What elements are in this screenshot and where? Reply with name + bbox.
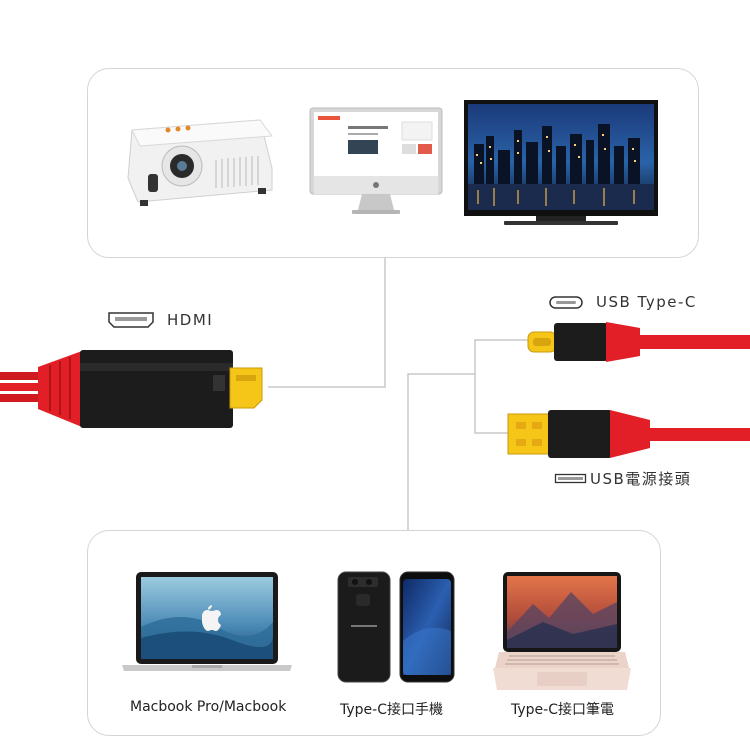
phone-label: Type-C接口手機	[340, 702, 443, 718]
usb-power-label: USB電源接頭	[590, 470, 692, 488]
macbook-label: Macbook Pro/Macbook	[130, 699, 287, 715]
line-hdmi-to-displays	[268, 258, 386, 388]
hdmi-cable	[0, 350, 263, 428]
laptop-icon	[493, 572, 631, 690]
imac-monitor-icon	[309, 107, 443, 214]
usb-power-connector	[507, 410, 750, 458]
hdmi-port-icon	[108, 312, 154, 328]
line-to-devices	[407, 373, 475, 530]
macbook-icon	[122, 572, 292, 671]
projector-icon	[127, 119, 273, 206]
line-typec-bracket	[474, 339, 530, 434]
type-c-connector	[527, 322, 750, 362]
usb-power-port-icon	[554, 473, 587, 484]
usb-type-c-label: USB Type-C	[596, 293, 697, 311]
laptop-label: Type-C接口筆電	[511, 702, 614, 718]
hdmi-label: HDMI	[167, 311, 214, 329]
usb-type-c-port-icon	[549, 296, 583, 309]
tv-icon	[464, 100, 658, 225]
phone-icon	[337, 571, 455, 683]
